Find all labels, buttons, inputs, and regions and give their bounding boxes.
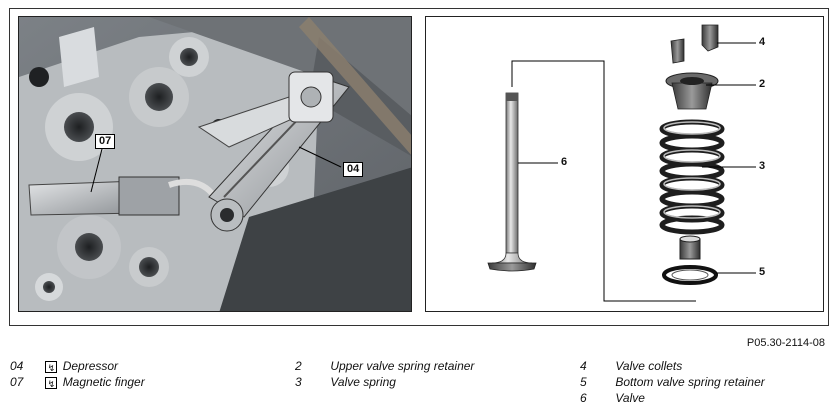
- figure-id: P05.30-2114-08: [746, 337, 825, 349]
- legend-label: Valve collets: [615, 359, 683, 373]
- cylinder-head-photo-illustration: [19, 17, 411, 311]
- legend-label: Depressor: [62, 359, 119, 373]
- legend-number: 04: [10, 359, 24, 373]
- legend-number: 5: [580, 375, 587, 389]
- legend-label: Valve spring: [330, 375, 396, 389]
- callout-6: 6: [561, 156, 568, 168]
- legend-tools: 04 ↯ Depressor 07 ↯ Magnetic finger: [10, 358, 145, 390]
- legend-label: Bottom valve spring retainer: [615, 375, 765, 389]
- callout-07: 07: [95, 134, 116, 149]
- legend-row-magnetic-finger: 07 ↯ Magnetic finger: [10, 374, 145, 390]
- valve-assembly-illustration: [487, 24, 756, 302]
- legend-label: Valve: [615, 391, 645, 405]
- callout-4: 4: [759, 36, 766, 48]
- bottom-retainer-part: [662, 265, 718, 285]
- legend-parts-a: 2 Upper valve spring retainer 3 Valve sp…: [295, 358, 474, 390]
- callout-04: 04: [343, 162, 364, 177]
- legend-row-depressor: 04 ↯ Depressor: [10, 358, 145, 374]
- legend-number: 07: [10, 375, 24, 389]
- legend-number: 4: [580, 359, 587, 373]
- legend-row-valve: 6 Valve: [580, 390, 765, 406]
- legend-row-upper-retainer: 2 Upper valve spring retainer: [295, 358, 474, 374]
- legend-parts-b: 4 Valve collets 5 Bottom valve spring re…: [580, 358, 765, 406]
- legend-row-valve-collets: 4 Valve collets: [580, 358, 765, 374]
- engine-photo: 07 04: [18, 16, 412, 312]
- legend-number: 3: [295, 375, 302, 389]
- valve-stem-seal-part: [679, 235, 701, 260]
- legend-number: 6: [580, 391, 587, 405]
- legend-number: 2: [295, 359, 302, 373]
- valve-exploded-diagram: 4 2 3 6 5: [425, 16, 824, 312]
- legend-label: Magnetic finger: [62, 375, 145, 389]
- valve-part: [487, 92, 537, 272]
- legend-row-bottom-retainer: 5 Bottom valve spring retainer: [580, 374, 765, 390]
- wrench-tool-icon: ↯: [45, 377, 58, 389]
- legend-row-valve-spring: 3 Valve spring: [295, 374, 474, 390]
- callout-5: 5: [759, 266, 766, 278]
- wrench-tool-icon: ↯: [45, 361, 58, 373]
- legend-label: Upper valve spring retainer: [330, 359, 475, 373]
- valve-collets-part: [670, 24, 719, 64]
- callout-3: 3: [759, 160, 766, 172]
- upper-retainer-part: [665, 72, 719, 110]
- callout-2: 2: [759, 78, 766, 90]
